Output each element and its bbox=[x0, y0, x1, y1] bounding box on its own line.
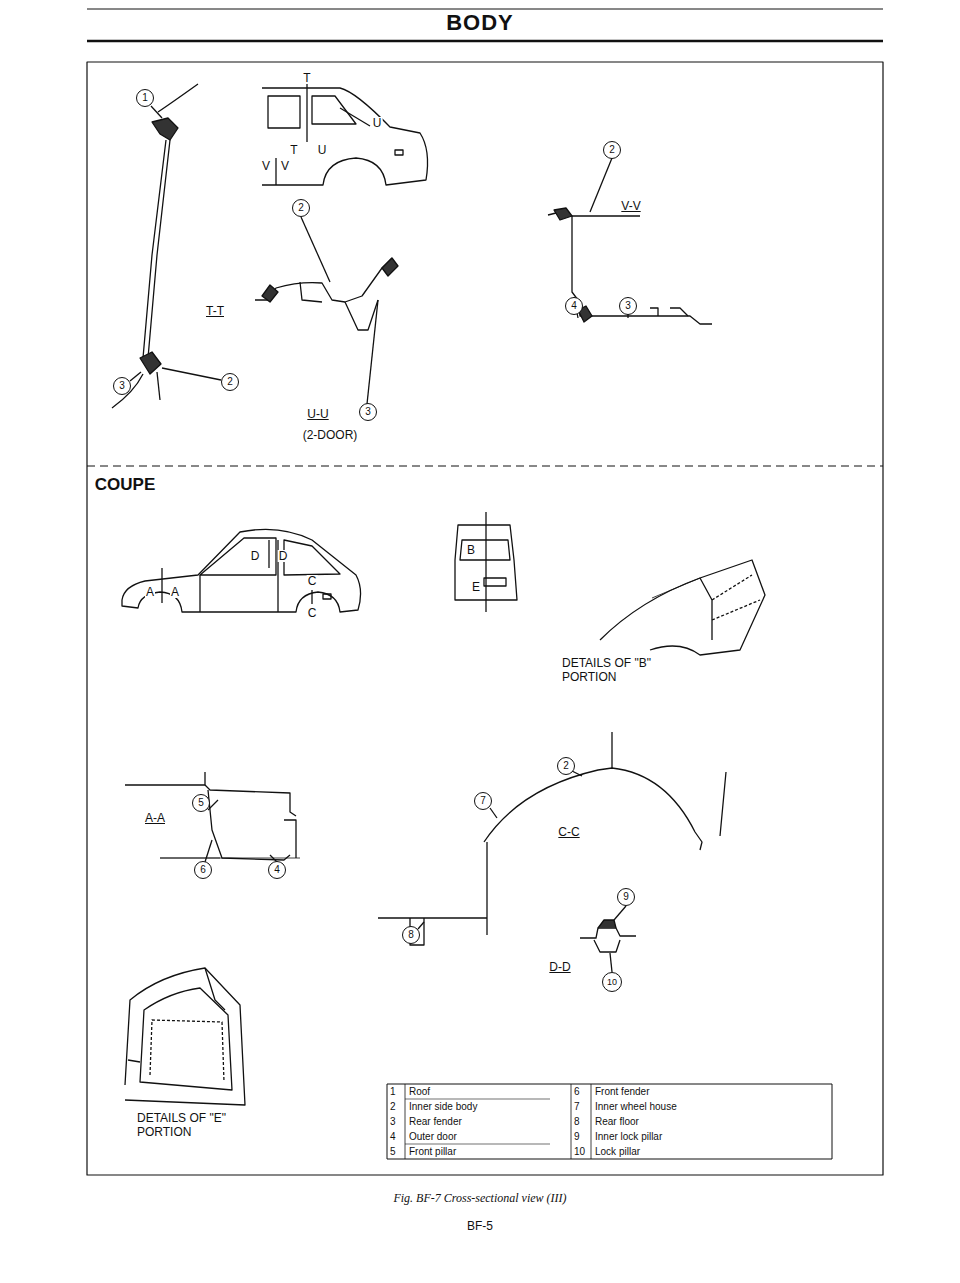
table-cell: Inner lock pillar bbox=[595, 1132, 662, 1142]
table-cell: Front pillar bbox=[409, 1147, 456, 1157]
section-mark: U bbox=[317, 144, 328, 156]
callout-number: 5 bbox=[192, 794, 210, 812]
table-cell: 2 bbox=[390, 1102, 396, 1112]
table-cell: 6 bbox=[574, 1087, 580, 1097]
callout-number: 3 bbox=[359, 403, 377, 421]
page-heading: BODY bbox=[446, 12, 514, 34]
table-cell: 8 bbox=[574, 1117, 580, 1127]
table-cell: Roof bbox=[409, 1087, 430, 1097]
callout-number: 1 bbox=[136, 89, 154, 107]
table-cell: Rear floor bbox=[595, 1117, 639, 1127]
table-cell: Rear fender bbox=[409, 1117, 462, 1127]
section-label: D-D bbox=[548, 961, 571, 973]
section-mark: (2-DOOR) bbox=[303, 429, 358, 441]
table-cell: Front fender bbox=[595, 1087, 649, 1097]
table-cell: 4 bbox=[390, 1132, 396, 1142]
callout-number: 6 bbox=[194, 861, 212, 879]
detail-title: DETAILS OF "B" PORTION bbox=[562, 657, 687, 685]
section-mark: C bbox=[307, 575, 318, 587]
section-mark: T bbox=[289, 144, 298, 156]
section-mark: T bbox=[302, 72, 311, 84]
table-cell: Outer door bbox=[409, 1132, 457, 1142]
section-mark: A bbox=[145, 586, 155, 598]
section-mark: D bbox=[250, 550, 261, 562]
callout-number: 4 bbox=[565, 297, 583, 315]
section-label: A-A bbox=[144, 812, 166, 824]
callout-number: 2 bbox=[557, 757, 575, 775]
section-label: T-T bbox=[205, 305, 225, 317]
page-number: BF-5 bbox=[467, 1220, 493, 1232]
detail-title: DETAILS OF "E" PORTION bbox=[137, 1112, 262, 1140]
section-mark: E bbox=[471, 581, 481, 593]
table-cell: 3 bbox=[390, 1117, 396, 1127]
callout-number: 2 bbox=[603, 141, 621, 159]
table-cell: 7 bbox=[574, 1102, 580, 1112]
callout-number: 3 bbox=[113, 377, 131, 395]
callout-number: 2 bbox=[292, 199, 310, 217]
section-mark: A bbox=[170, 586, 180, 598]
callout-number: 4 bbox=[268, 861, 286, 879]
section-label: C-C bbox=[557, 826, 580, 838]
callout-number: 7 bbox=[474, 792, 492, 810]
callout-number: 10 bbox=[602, 972, 622, 992]
table-cell: 5 bbox=[390, 1147, 396, 1157]
table-cell: Lock pillar bbox=[595, 1147, 640, 1157]
section-label: V-V bbox=[620, 200, 641, 212]
section-mark: V bbox=[280, 160, 290, 172]
table-cell: 1 bbox=[390, 1087, 396, 1097]
table-cell: 9 bbox=[574, 1132, 580, 1142]
section-label: U-U bbox=[306, 408, 329, 420]
section-mark: B bbox=[466, 544, 476, 556]
table-cell: 10 bbox=[574, 1147, 585, 1157]
callout-number: 9 bbox=[617, 888, 635, 906]
table-cell: Inner side body bbox=[409, 1102, 477, 1112]
section-mark: D bbox=[278, 550, 289, 562]
callout-number: 8 bbox=[402, 926, 420, 944]
table-cell: Inner wheel house bbox=[595, 1102, 677, 1112]
callout-number: 2 bbox=[221, 373, 239, 391]
callout-number: 3 bbox=[619, 297, 637, 315]
section-mark: C bbox=[307, 607, 318, 619]
model-heading: COUPE bbox=[95, 476, 155, 493]
section-mark: V bbox=[261, 160, 271, 172]
section-mark: U bbox=[372, 117, 383, 129]
figure-caption: Fig. BF-7 Cross-sectional view (III) bbox=[393, 1192, 566, 1204]
